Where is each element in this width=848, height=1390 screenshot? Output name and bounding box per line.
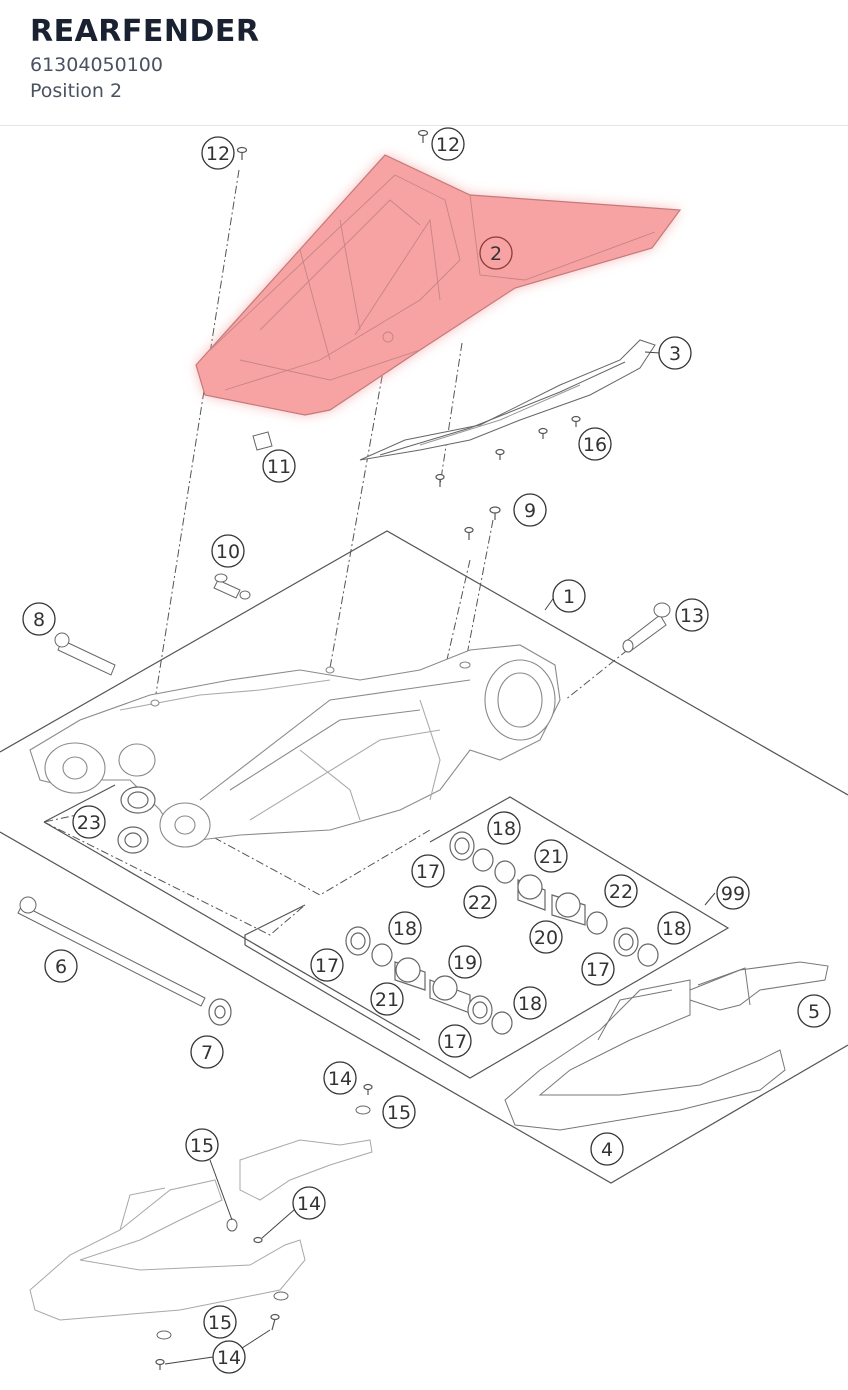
callout-7[interactable]: 7 bbox=[190, 1035, 224, 1069]
callout-19[interactable]: 19 bbox=[448, 945, 482, 979]
washers-part-15 bbox=[156, 1105, 371, 1340]
leader-lines bbox=[164, 351, 716, 1365]
svg-text:2: 2 bbox=[490, 243, 502, 265]
svg-text:9: 9 bbox=[524, 500, 536, 522]
callout-5[interactable]: 5 bbox=[797, 994, 831, 1028]
callout-4[interactable]: 4 bbox=[590, 1132, 624, 1166]
swingarm-part-1[interactable] bbox=[29, 644, 561, 848]
svg-text:14: 14 bbox=[297, 1193, 321, 1215]
callout-22b[interactable]: 22 bbox=[463, 885, 497, 919]
svg-text:18: 18 bbox=[393, 918, 417, 940]
callout-15a[interactable]: 15 bbox=[382, 1095, 416, 1129]
callout-22a[interactable]: 22 bbox=[604, 874, 638, 908]
callout-13[interactable]: 13 bbox=[675, 598, 709, 632]
callout-17a[interactable]: 17 bbox=[411, 854, 445, 888]
callout-10[interactable]: 10 bbox=[211, 534, 245, 568]
chain-slider-part-4[interactable] bbox=[504, 979, 786, 1131]
svg-text:99: 99 bbox=[721, 883, 745, 905]
bearing-set[interactable] bbox=[345, 831, 659, 1035]
part-number: 61304050100 bbox=[30, 54, 163, 76]
callout-8[interactable]: 8 bbox=[22, 602, 56, 636]
svg-text:15: 15 bbox=[190, 1135, 214, 1157]
bracket-part-3[interactable] bbox=[359, 339, 656, 461]
chain-guide-part-5[interactable] bbox=[689, 961, 829, 1011]
callout-15b[interactable]: 15 bbox=[185, 1128, 219, 1162]
rear-fender-part-2[interactable] bbox=[195, 154, 682, 416]
svg-text:12: 12 bbox=[436, 134, 460, 156]
fitting-part-10[interactable] bbox=[213, 573, 251, 600]
svg-text:17: 17 bbox=[586, 959, 610, 981]
callout-15c[interactable]: 15 bbox=[203, 1305, 237, 1339]
svg-text:16: 16 bbox=[583, 434, 607, 456]
callout-17d[interactable]: 17 bbox=[438, 1024, 472, 1058]
position-label: Position 2 bbox=[30, 80, 123, 102]
callout-12a[interactable]: 12 bbox=[431, 127, 465, 161]
screws bbox=[155, 129, 581, 1370]
svg-text:3: 3 bbox=[669, 343, 681, 365]
svg-text:6: 6 bbox=[55, 956, 67, 978]
callout-20[interactable]: 20 bbox=[529, 920, 563, 954]
svg-text:17: 17 bbox=[315, 955, 339, 977]
bolt-part-13[interactable] bbox=[622, 602, 671, 653]
callout-16[interactable]: 16 bbox=[578, 427, 612, 461]
svg-text:10: 10 bbox=[216, 541, 240, 563]
callout-12b[interactable]: 12 bbox=[201, 136, 235, 170]
svg-text:19: 19 bbox=[453, 952, 477, 974]
svg-text:14: 14 bbox=[217, 1347, 241, 1369]
callout-2[interactable]: 2 bbox=[479, 236, 513, 270]
clip-part-11[interactable] bbox=[252, 431, 273, 451]
svg-text:4: 4 bbox=[601, 1139, 613, 1161]
svg-text:1: 1 bbox=[563, 586, 575, 608]
svg-text:23: 23 bbox=[77, 812, 101, 834]
svg-text:11: 11 bbox=[267, 456, 291, 478]
callout-9[interactable]: 9 bbox=[513, 493, 547, 527]
assembly-frame bbox=[0, 530, 848, 1184]
svg-text:15: 15 bbox=[387, 1102, 411, 1124]
callout-3[interactable]: 3 bbox=[658, 336, 692, 370]
chain-guide-assembly-lower bbox=[29, 1139, 373, 1321]
callout-1[interactable]: 1 bbox=[552, 579, 586, 613]
callout-17b[interactable]: 17 bbox=[310, 948, 344, 982]
svg-text:7: 7 bbox=[201, 1042, 213, 1064]
svg-text:18: 18 bbox=[662, 918, 686, 940]
axle-part-6[interactable] bbox=[17, 896, 206, 1007]
callout-21b[interactable]: 21 bbox=[370, 982, 404, 1016]
exploded-parts-diagram: 12 12 2 3 16 11 9 10 1 8 13 23 18 21 17 … bbox=[0, 127, 848, 1374]
header: REARFENDER 61304050100 Position 2 bbox=[0, 0, 848, 126]
svg-text:21: 21 bbox=[539, 846, 563, 868]
page-title: REARFENDER bbox=[30, 14, 260, 49]
svg-text:15: 15 bbox=[208, 1312, 232, 1334]
callout-17c[interactable]: 17 bbox=[581, 952, 615, 986]
bolt-part-8[interactable] bbox=[54, 632, 116, 676]
callout-18d[interactable]: 18 bbox=[513, 986, 547, 1020]
callout-14c[interactable]: 14 bbox=[212, 1340, 246, 1374]
svg-text:18: 18 bbox=[518, 993, 542, 1015]
callout-21a[interactable]: 21 bbox=[534, 839, 568, 873]
callout-11[interactable]: 11 bbox=[262, 449, 296, 483]
assembly-lines bbox=[43, 169, 641, 936]
svg-text:5: 5 bbox=[808, 1001, 820, 1023]
nut-part-7[interactable] bbox=[208, 998, 232, 1026]
callout-18b[interactable]: 18 bbox=[388, 911, 422, 945]
callout-18c[interactable]: 18 bbox=[657, 911, 691, 945]
callout-14b[interactable]: 14 bbox=[292, 1186, 326, 1220]
callout-6[interactable]: 6 bbox=[44, 949, 78, 983]
svg-text:17: 17 bbox=[416, 861, 440, 883]
svg-text:17: 17 bbox=[443, 1031, 467, 1053]
svg-text:8: 8 bbox=[33, 609, 45, 631]
callout-23[interactable]: 23 bbox=[72, 805, 106, 839]
svg-text:12: 12 bbox=[206, 143, 230, 165]
svg-text:22: 22 bbox=[468, 892, 492, 914]
svg-text:14: 14 bbox=[328, 1068, 352, 1090]
svg-text:21: 21 bbox=[375, 989, 399, 1011]
callout-18a[interactable]: 18 bbox=[487, 811, 521, 845]
svg-text:18: 18 bbox=[492, 818, 516, 840]
callout-99[interactable]: 99 bbox=[716, 876, 750, 910]
cap-part-23[interactable] bbox=[117, 786, 156, 854]
svg-text:13: 13 bbox=[680, 605, 704, 627]
svg-text:22: 22 bbox=[609, 881, 633, 903]
svg-text:20: 20 bbox=[534, 927, 558, 949]
callout-14a[interactable]: 14 bbox=[323, 1061, 357, 1095]
